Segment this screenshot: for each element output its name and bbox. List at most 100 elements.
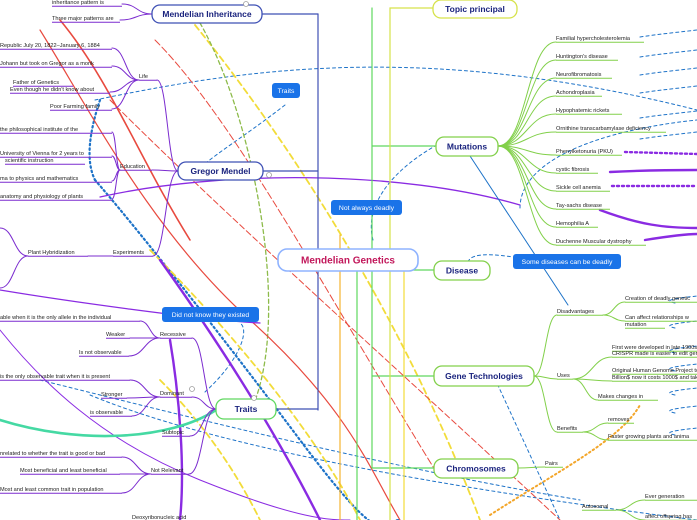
branch-node-genetech[interactable]: Gene Technologies <box>433 365 535 387</box>
leaf-life[interactable]: Life <box>139 74 157 81</box>
branch-node-mendel[interactable]: Gregor Mendel <box>177 161 264 181</box>
leaf-affect[interactable]: affect offspring has <box>645 514 697 520</box>
leaf-pairs[interactable]: Pairs <box>545 461 563 468</box>
leaf-anatomy[interactable]: anatomy and physiology of plants <box>0 194 112 201</box>
leaf-first2[interactable]: CRISPR made is easier to edit gene <box>612 351 697 358</box>
leaf-first1[interactable]: First were developed in late 1900s <box>612 345 697 352</box>
leaf-hypophos[interactable]: Hypophatemic rickets <box>556 108 622 115</box>
leaf-weaker[interactable]: Weaker <box>106 332 130 339</box>
leaf-subtopic[interactable]: Subtopic <box>162 430 190 437</box>
branch-node-disease[interactable]: Disease <box>433 260 491 281</box>
leaf-uses[interactable]: Uses <box>557 373 573 380</box>
branch-node-traits[interactable]: Traits <box>215 398 277 420</box>
connector-line <box>519 119 697 209</box>
leaf-taysachs[interactable]: Tay-sachs disease <box>556 203 610 210</box>
connector-line <box>602 314 626 322</box>
connector-line <box>111 155 121 171</box>
leaf-familial[interactable]: Familial hypercholesterolemia <box>556 36 644 43</box>
leaf-benefits[interactable]: Benefits <box>557 426 583 433</box>
connector-line <box>582 422 609 433</box>
leaf-philo[interactable]: the philosophical institute of the <box>0 127 112 134</box>
leaf-label: Most beneficial and least beneficial <box>20 468 107 474</box>
central-node[interactable]: Mendelian Genetics <box>277 248 419 272</box>
branch-node-inheritance[interactable]: Mendelian Inheritance <box>151 4 263 24</box>
leaf-experiments[interactable]: Experiments <box>113 250 153 257</box>
badge-some[interactable]: Some diseases can be deadly <box>513 254 621 269</box>
badge-traits[interactable]: Traits <box>272 83 300 98</box>
leaf-neuro[interactable]: Neurofibromatosis <box>556 72 612 79</box>
connector-line <box>128 337 161 357</box>
leaf-inh1[interactable]: inheritance pattern is <box>52 0 122 7</box>
connector-line <box>572 356 613 380</box>
leaf-dominant[interactable]: Dominant <box>160 391 192 398</box>
leaf-recessive[interactable]: Recessive <box>160 332 192 339</box>
leaf-autosomal[interactable]: Autosomal <box>582 504 616 511</box>
leaf-physics[interactable]: ma to physics and mathematics <box>0 176 112 183</box>
leaf-stronger[interactable]: Stronger <box>101 392 127 399</box>
leaf-huntington[interactable]: Huntington's disease <box>556 54 618 61</box>
leaf-removes[interactable]: removes <box>608 417 634 424</box>
connector-line <box>572 378 599 401</box>
leaf-sickle[interactable]: Sickle cell anemia <box>556 185 610 192</box>
leaf-inh2[interactable]: Three major patterns are <box>52 16 120 23</box>
leaf-creation[interactable]: Creation of deadly genetic <box>625 296 697 303</box>
leaf-label: Sickle cell anemia <box>556 185 602 191</box>
connector-line <box>121 456 152 475</box>
leaf-hemophilia[interactable]: Hemophilia A <box>556 221 598 228</box>
collapse-toggle-icon[interactable] <box>243 1 249 7</box>
leaf-label: is the only observable trait when it is … <box>0 374 111 380</box>
leaf-born[interactable]: Republic July 20, 1822–January 6, 1884 <box>0 43 112 50</box>
leaf-father[interactable]: Father of Genetics <box>13 80 73 87</box>
badge-didnot[interactable]: Did not know they existed <box>162 307 259 322</box>
badge-notalways[interactable]: Not always deadly <box>331 200 402 215</box>
leaf-dna[interactable]: Deoxyribonucleic acid <box>132 515 196 520</box>
leaf-achondro[interactable]: Achondroplasia <box>556 90 602 97</box>
leaf-label: removes <box>608 417 630 423</box>
leaf-mostbenef[interactable]: Most beneficial and least beneficial <box>20 468 120 475</box>
leaf-notrelevant[interactable]: Not Relevant <box>151 468 189 475</box>
leaf-label: the philosophical institute of the <box>0 127 78 133</box>
connector-line <box>643 232 697 242</box>
connector-line <box>199 22 270 399</box>
leaf-label: Neurofibromatosis <box>556 72 602 78</box>
connector-line <box>669 427 697 436</box>
leaf-mostcommon[interactable]: Most and least common trait in populatio… <box>0 487 122 494</box>
connector-line <box>669 405 697 414</box>
badge-box <box>272 83 300 98</box>
leaf-pku[interactable]: Phenylketonuria (PKU) <box>556 149 622 156</box>
leaf-education[interactable]: Education <box>120 164 152 171</box>
leaf-isobs[interactable]: is observable <box>90 410 132 417</box>
leaf-makes[interactable]: Makes changes in <box>598 394 658 401</box>
leaf-johann[interactable]: Johann but took on Gregor as a monk <box>0 61 112 68</box>
branch-node-chromosomes[interactable]: Chromosomes <box>433 458 519 479</box>
leaf-label: Duchenne Muscular dystrophy <box>556 239 632 245</box>
leaf-ornithine[interactable]: Ornithine transcarbamylase deficiency <box>556 126 666 133</box>
leaf-notobs[interactable]: Is not observable <box>79 350 129 357</box>
collapse-toggle-icon[interactable] <box>251 395 257 401</box>
collapse-toggle-icon[interactable] <box>266 172 272 178</box>
leaf-onlyobs[interactable]: is the only observable trait when it is … <box>0 374 130 381</box>
connector-line <box>0 329 351 520</box>
leaf-disadv[interactable]: Disadvantages <box>557 309 603 316</box>
leaf-poor[interactable]: Poor Farming family <box>50 104 112 111</box>
leaf-orig2[interactable]: Billion$ now it costs 1000$ and take <box>612 375 697 382</box>
connector-line <box>88 98 102 182</box>
connector-line <box>111 47 140 81</box>
leaf-evergen[interactable]: Ever generation <box>645 494 697 501</box>
branch-node-mutations[interactable]: Mutations <box>435 136 499 157</box>
leaf-plant[interactable]: Plant Hybridization <box>28 250 88 257</box>
leaf-cystic[interactable]: cystic fibrosis <box>556 167 598 174</box>
leaf-relation2[interactable]: mutation <box>625 322 665 329</box>
leaf-father2[interactable]: Even though he didn't know about <box>10 87 110 94</box>
leaf-orig1[interactable]: Original Human Genome Project too <box>612 368 697 375</box>
leaf-vienna2[interactable]: scientific instruction <box>5 158 85 165</box>
leaf-unrelated[interactable]: nrelated to whether the trait is good or… <box>0 451 122 458</box>
leaf-vienna1[interactable]: University of Vienna for 2 years to <box>0 151 112 158</box>
branch-node-topic[interactable]: Topic principal <box>432 0 518 19</box>
leaf-faster[interactable]: Faster growing plants and anima <box>608 434 697 441</box>
collapse-toggle-icon[interactable] <box>189 386 195 392</box>
leaf-observable[interactable]: able when it is the only allele in the i… <box>0 315 140 322</box>
leaf-duchenne[interactable]: Duchenne Muscular dystrophy <box>556 239 646 246</box>
connector-line <box>602 301 626 316</box>
leaf-relation1[interactable]: Can affect relationships w <box>625 315 697 322</box>
